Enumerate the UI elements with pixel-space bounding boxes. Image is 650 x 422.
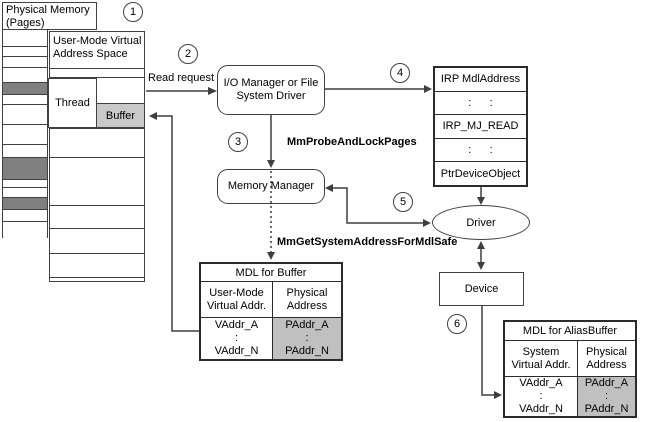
user-mode-address-space-label: User-Mode Virtual Address Space <box>53 35 142 60</box>
address-space-divider <box>50 76 144 78</box>
device-node: Device <box>439 272 524 306</box>
memory-page <box>3 47 47 57</box>
memory-page <box>3 125 47 145</box>
memory-page <box>3 95 47 105</box>
memory-page <box>3 68 47 83</box>
driver-node: Driver <box>432 205 530 240</box>
thread-box: Thread <box>48 78 97 128</box>
buffer-box: Buffer <box>96 103 145 128</box>
memory-page-locked <box>3 158 47 180</box>
mdl-alias-col1-header: System Virtual Addr. <box>505 341 578 376</box>
physical-memory-column <box>2 30 48 238</box>
address-space-divider <box>50 276 144 278</box>
step-4-badge: 4 <box>390 63 410 83</box>
memory-page <box>3 105 47 125</box>
step-1-badge: 1 <box>123 2 143 22</box>
irp-ellipsis-field: : : <box>435 92 526 116</box>
mdl-alias-col2-header: Physical Address <box>586 345 627 371</box>
memory-manager-node: Memory Manager <box>217 169 325 204</box>
mdl-for-buffer-title: MDL for Buffer <box>201 264 341 282</box>
io-manager-node: I/O Manager or File System Driver <box>217 65 325 115</box>
address-space-divider <box>50 127 144 129</box>
physical-memory-label: Physical Memory (Pages) <box>2 2 97 30</box>
mdl-alias-paddr-cell: PAddr_A : PAddr_N <box>578 377 635 416</box>
mdl-for-buffer-table: MDL for Buffer User-Mode Virtual Addr. P… <box>199 262 343 361</box>
irp-ptrdeviceobject-field: PtrDeviceObject <box>440 167 521 180</box>
irp-structure-table: IRP MdlAddress : : IRP_MJ_READ : : PtrDe… <box>433 66 528 187</box>
step-5-badge: 5 <box>393 192 413 212</box>
memory-page <box>3 188 47 198</box>
address-space-divider <box>50 156 144 158</box>
step-3-badge: 3 <box>228 132 248 152</box>
mdl-alias-vaddr-cell: VAddr_A : VAddr_N <box>505 377 578 416</box>
user-mode-address-space: User-Mode Virtual Address Space <box>49 31 145 282</box>
memory-page <box>3 210 47 222</box>
memory-page-locked <box>3 198 47 210</box>
step-6-badge: 6 <box>447 314 467 334</box>
memory-page <box>3 30 47 47</box>
address-space-divider <box>50 252 144 254</box>
mdl-buffer-col1-header: User-Mode Virtual Addr. <box>201 282 273 317</box>
mdl-buffer-col2-header: Physical Address <box>286 286 328 312</box>
mdl-aliasbuffer-title: MDL for AliasBuffer <box>505 322 635 341</box>
address-space-divider <box>50 67 144 69</box>
address-space-divider <box>50 227 144 229</box>
irp-mj-read-field: IRP_MJ_READ <box>435 115 526 139</box>
mmgetsystemaddressformdlsafe-label: MmGetSystemAddressForMdlSafe <box>277 236 458 248</box>
memory-page-locked <box>3 83 47 95</box>
step-2-badge: 2 <box>178 44 198 64</box>
mdl-buffer-vaddr-cell: VAddr_A : VAddr_N <box>201 318 273 359</box>
irp-mdladdress-field: IRP MdlAddress <box>435 68 526 92</box>
memory-page <box>3 145 47 158</box>
mdl-buffer-paddr-cell: PAddr_A : PAddr_N <box>273 318 341 359</box>
address-space-divider <box>50 204 144 206</box>
read-request-label: Read request <box>148 72 215 84</box>
mdl-for-aliasbuffer-table: MDL for AliasBuffer System Virtual Addr.… <box>503 320 637 418</box>
irp-ellipsis-field: : : <box>435 139 526 163</box>
memory-page <box>3 180 47 188</box>
memory-page <box>3 57 47 68</box>
mmprobeandlockpages-label: MmProbeAndLockPages <box>287 136 417 148</box>
memory-page <box>3 222 47 238</box>
